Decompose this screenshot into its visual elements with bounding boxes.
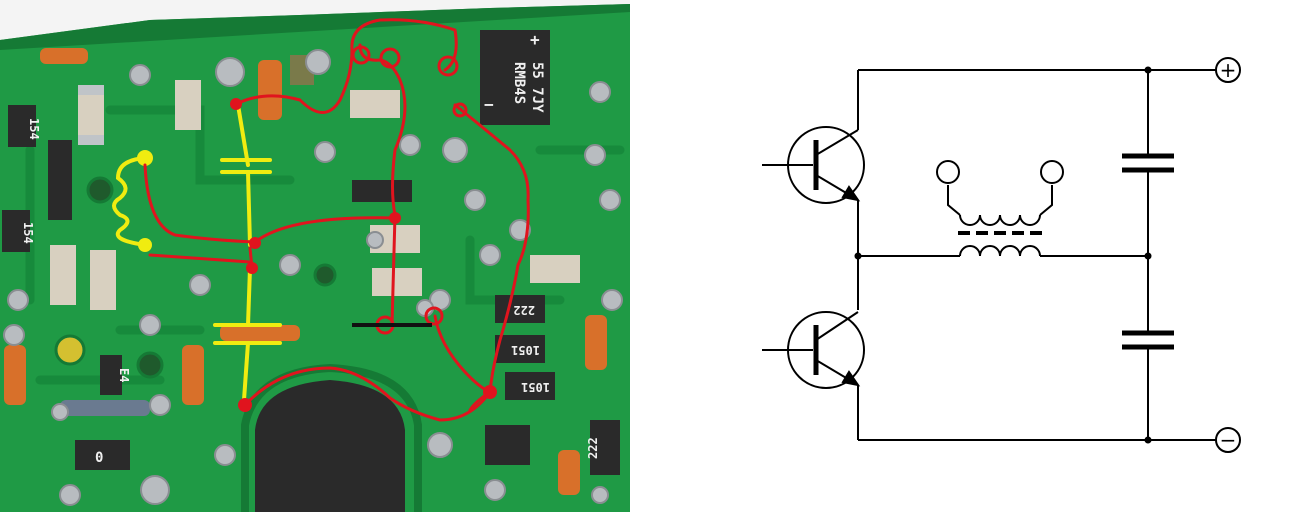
res-1051-a: 1051 xyxy=(511,343,540,357)
transformer-primary xyxy=(959,245,1041,257)
yellow-annotations xyxy=(112,103,282,402)
terminal-negative: − xyxy=(1215,427,1241,453)
schematic: + − xyxy=(630,0,1310,512)
bridge-marking-2: 55 7JY xyxy=(529,62,545,113)
res-154-left: 154 xyxy=(21,222,35,244)
bridge-rectifier xyxy=(480,30,550,125)
smd-components xyxy=(2,30,620,495)
res-1051-b: 1051 xyxy=(521,380,550,394)
res-154-top: 154 xyxy=(27,118,41,140)
capacitor-c2 xyxy=(1122,330,1174,350)
pcb-photo: RMB4S 55 7JY + − 154 154 E4 0 222 1051 1… xyxy=(0,0,630,512)
capacitor-c1 xyxy=(1122,153,1174,173)
bridge-minus-mark: − xyxy=(484,95,494,114)
bridge-plus-mark: + xyxy=(530,30,540,49)
transformer-secondary xyxy=(936,160,1064,226)
transistor-q2 xyxy=(762,311,865,389)
transistor-q1 xyxy=(762,126,865,204)
schematic-canvas: + − xyxy=(762,57,1241,453)
emitter-arrow-icon xyxy=(841,370,861,387)
bridge-marking-1: RMB4S xyxy=(511,62,527,104)
secondary-terminal-left xyxy=(936,160,960,184)
terminal-positive-label: + xyxy=(1220,58,1237,82)
board-cutout xyxy=(255,380,405,512)
pcb-photo-canvas: RMB4S 55 7JY + − 154 154 E4 0 222 1051 1… xyxy=(0,0,630,512)
terminal-negative-label: − xyxy=(1220,428,1237,452)
pcb-board xyxy=(0,4,630,512)
red-annotations xyxy=(143,18,530,422)
res-222-b: 222 xyxy=(586,437,600,459)
solder-pads xyxy=(3,49,623,506)
terminal-positive: + xyxy=(1215,57,1241,83)
secondary-terminal-right xyxy=(1040,160,1064,184)
res-e4: E4 xyxy=(117,368,131,382)
emitter-arrow-icon xyxy=(841,185,861,202)
res-0: 0 xyxy=(95,450,103,466)
res-222-a: 222 xyxy=(513,303,535,317)
